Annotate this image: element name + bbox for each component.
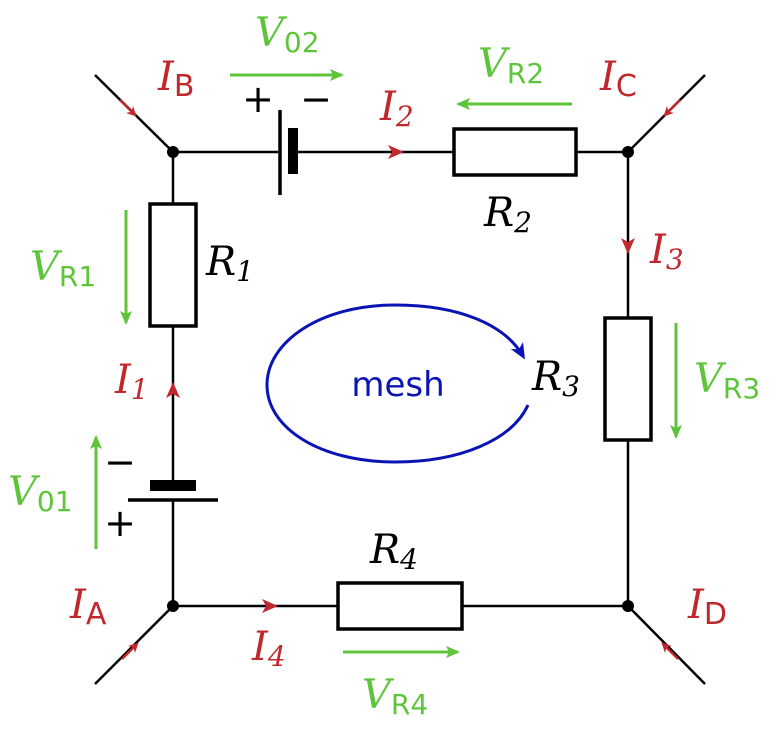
label-r3: R3 — [531, 354, 580, 403]
arrow-i2 — [388, 145, 404, 159]
label-i4: I4 — [251, 624, 286, 673]
label-v01: V01 — [8, 469, 73, 518]
label-ib: IB — [157, 54, 194, 104]
label-r2: R2 — [483, 190, 532, 239]
label-r4: R4 — [369, 527, 418, 576]
resistor-r2 — [452, 127, 578, 177]
label-r1: R1 — [205, 239, 254, 288]
node-a — [167, 600, 179, 612]
node-current-arrows — [119, 99, 681, 660]
arrow-i1 — [166, 382, 180, 398]
voltage-arrows — [90, 69, 682, 658]
v01-plus-sign: + — [104, 501, 136, 545]
node-d — [622, 600, 634, 612]
resistor-r1 — [148, 202, 198, 328]
label-vr3: VR3 — [694, 356, 760, 405]
v01-minus-sign: − — [104, 440, 136, 484]
branch-current-arrows — [166, 145, 635, 613]
label-i3: I3 — [649, 227, 684, 276]
label-id: ID — [687, 582, 727, 632]
resistor-r4 — [336, 581, 464, 631]
label-i2: I2 — [379, 84, 414, 133]
v02-minus-sign: − — [300, 77, 332, 121]
resistor-r3 — [603, 316, 653, 442]
label-ic: IC — [599, 54, 637, 104]
mesh-arrow — [265, 303, 530, 464]
arrow-i3 — [621, 238, 635, 254]
label-vr4: VR4 — [362, 672, 428, 721]
battery-v02 — [278, 110, 298, 195]
node-c — [622, 146, 634, 158]
label-ia: IA — [69, 582, 107, 632]
mesh-label: mesh — [351, 365, 444, 405]
battery-v01 — [128, 480, 218, 502]
label-vr1: VR1 — [30, 244, 96, 293]
arrow-i4 — [262, 599, 278, 613]
node-b — [167, 146, 179, 158]
v02-plus-sign: + — [242, 77, 274, 121]
label-i1: I1 — [114, 357, 149, 406]
label-vr2: VR2 — [478, 41, 544, 90]
label-v02: V02 — [255, 10, 320, 59]
